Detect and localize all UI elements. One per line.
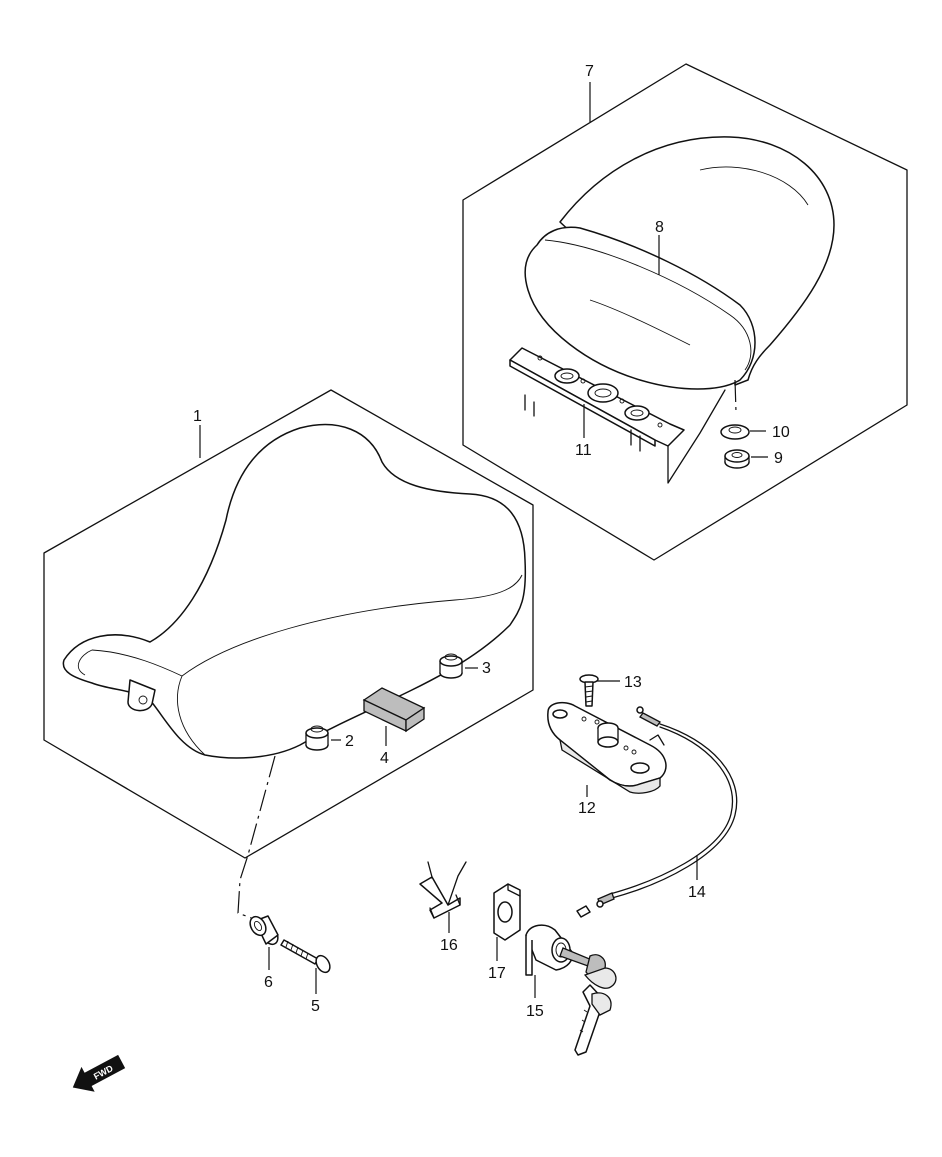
rear-seat-cowl-line bbox=[699, 166, 809, 206]
part-label-5: 5 bbox=[311, 998, 320, 1015]
front-seat-hook-hole bbox=[138, 695, 148, 705]
part-label-12: 12 bbox=[578, 800, 596, 817]
front-seat-group bbox=[43, 389, 534, 975]
front-seat-front-line bbox=[77, 649, 93, 676]
part-label-14: 14 bbox=[688, 884, 706, 901]
rear-seat-frame bbox=[462, 63, 908, 561]
collar-part-6[interactable] bbox=[247, 914, 281, 947]
bolt-part-5[interactable] bbox=[280, 939, 333, 975]
front-seat-mount-line bbox=[237, 755, 276, 923]
part-label-7: 7 bbox=[585, 63, 594, 80]
front-seat-side-line bbox=[177, 675, 206, 756]
bracket-part-11[interactable] bbox=[509, 347, 685, 452]
front-seat-frame bbox=[43, 389, 534, 859]
rear-seat-rod bbox=[667, 389, 726, 484]
cable-part-14[interactable] bbox=[576, 706, 738, 918]
rear-seat-mount-line bbox=[734, 379, 737, 413]
part-label-15: 15 bbox=[526, 1003, 544, 1020]
part-label-4: 4 bbox=[380, 750, 389, 767]
lock-base-part-12[interactable] bbox=[547, 701, 667, 794]
cushion-part-3[interactable] bbox=[439, 653, 463, 679]
leader-lines bbox=[199, 82, 768, 998]
part-label-8: 8 bbox=[655, 219, 664, 236]
lock-group bbox=[419, 674, 738, 1056]
key-lock-part-15[interactable] bbox=[525, 924, 617, 1056]
rear-seat-pad[interactable] bbox=[524, 226, 756, 390]
nut-part-9[interactable] bbox=[724, 449, 750, 469]
rear-seat-group bbox=[462, 63, 908, 561]
washer-part-10[interactable] bbox=[720, 424, 750, 440]
part-label-17: 17 bbox=[488, 965, 506, 982]
rear-seat-pad-line bbox=[589, 299, 691, 346]
clip-part-16[interactable] bbox=[419, 861, 467, 919]
block-part-4[interactable] bbox=[362, 687, 426, 733]
part-label-6: 6 bbox=[264, 974, 273, 991]
part-label-3: 3 bbox=[482, 660, 491, 677]
front-seat-edge-line bbox=[91, 574, 523, 677]
part-label-2: 2 bbox=[345, 733, 354, 750]
screw-part-13[interactable] bbox=[579, 674, 599, 707]
part-label-9: 9 bbox=[774, 450, 783, 467]
part-label-10: 10 bbox=[772, 424, 790, 441]
part-number-labels: 1 2 3 4 5 6 7 8 9 10 11 12 13 14 15 16 1… bbox=[193, 63, 790, 1020]
plate-part-17[interactable] bbox=[493, 883, 521, 941]
forward-arrow-icon: FWD bbox=[72, 1054, 126, 1092]
forward-indicator: FWD bbox=[72, 1054, 126, 1092]
part-label-1: 1 bbox=[193, 408, 202, 425]
part-label-11: 11 bbox=[575, 442, 592, 459]
front-seat-hook bbox=[127, 679, 156, 712]
rear-seat-pad-rim bbox=[544, 239, 752, 371]
cushion-part-2[interactable] bbox=[305, 725, 329, 751]
part-label-13: 13 bbox=[624, 674, 642, 691]
part-label-16: 16 bbox=[440, 937, 458, 954]
